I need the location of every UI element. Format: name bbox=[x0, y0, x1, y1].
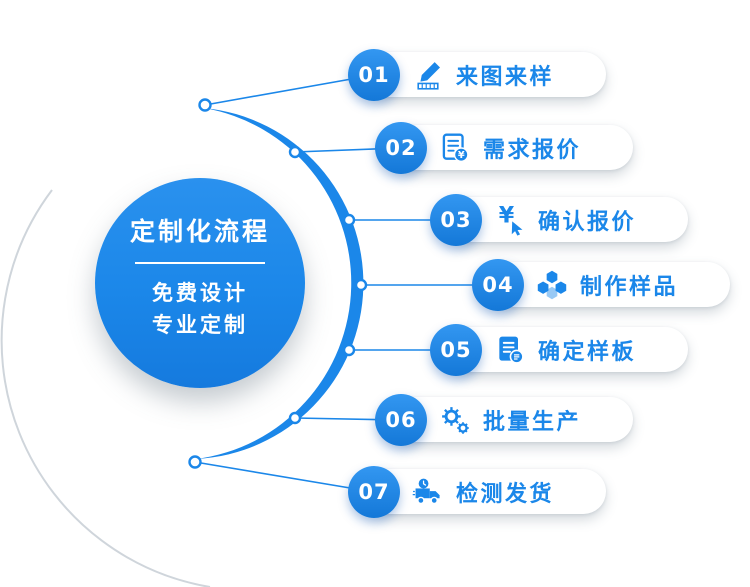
arc-node-dots bbox=[188, 98, 368, 469]
step-banner: 批量生产 bbox=[393, 397, 633, 442]
connector-lines bbox=[194, 74, 498, 493]
step-label: 来图来样 bbox=[456, 64, 555, 90]
step-label: 制作样品 bbox=[580, 274, 679, 300]
step-banner: 来图来样 bbox=[366, 52, 606, 97]
step-banner: 确定样板 bbox=[448, 327, 688, 372]
gears-icon bbox=[442, 406, 469, 434]
step-label: 确定样板 bbox=[538, 339, 637, 365]
step-number-badge: 06 bbox=[375, 394, 427, 446]
yen-cursor-icon: ¥ bbox=[499, 204, 523, 236]
step-label: 确认报价 bbox=[538, 209, 637, 235]
step-number-badge: 07 bbox=[348, 466, 400, 518]
step-label: 检测发货 bbox=[456, 481, 555, 507]
center-circle-subtitle-1: 免费设计 bbox=[152, 281, 248, 305]
document-yen-icon: ¥ bbox=[442, 133, 469, 162]
document-lines-icon bbox=[499, 336, 524, 364]
step-banner: ¥ 需求报价 bbox=[393, 125, 633, 170]
center-circle-title: 定制化流程 bbox=[129, 217, 270, 246]
step-number-badge: 04 bbox=[472, 259, 524, 311]
center-circle: 定制化流程 免费设计 专业定制 bbox=[95, 178, 305, 388]
step-label: 需求报价 bbox=[483, 137, 582, 163]
step-number-badge: 03 bbox=[430, 194, 482, 246]
step-banner: 制作样品 bbox=[490, 262, 730, 307]
step-number-badge: 01 bbox=[348, 49, 400, 101]
svg-text:¥: ¥ bbox=[499, 204, 515, 229]
center-circle-divider bbox=[135, 262, 265, 264]
step-banner: 检测发货 bbox=[366, 469, 606, 514]
svg-text:¥: ¥ bbox=[458, 150, 465, 161]
center-circle-subtitle-2: 专业定制 bbox=[152, 312, 248, 337]
step-number-badge: 02 bbox=[375, 122, 427, 174]
cubes-icon bbox=[537, 270, 567, 299]
step-label: 批量生产 bbox=[483, 409, 582, 435]
step-number-badge: 05 bbox=[430, 324, 482, 376]
pencil-drawing-icon bbox=[417, 61, 440, 90]
step-banner: ¥ 确认报价 bbox=[448, 197, 688, 242]
truck-icon bbox=[412, 478, 440, 504]
outer-thin-arc bbox=[0, 189, 211, 587]
